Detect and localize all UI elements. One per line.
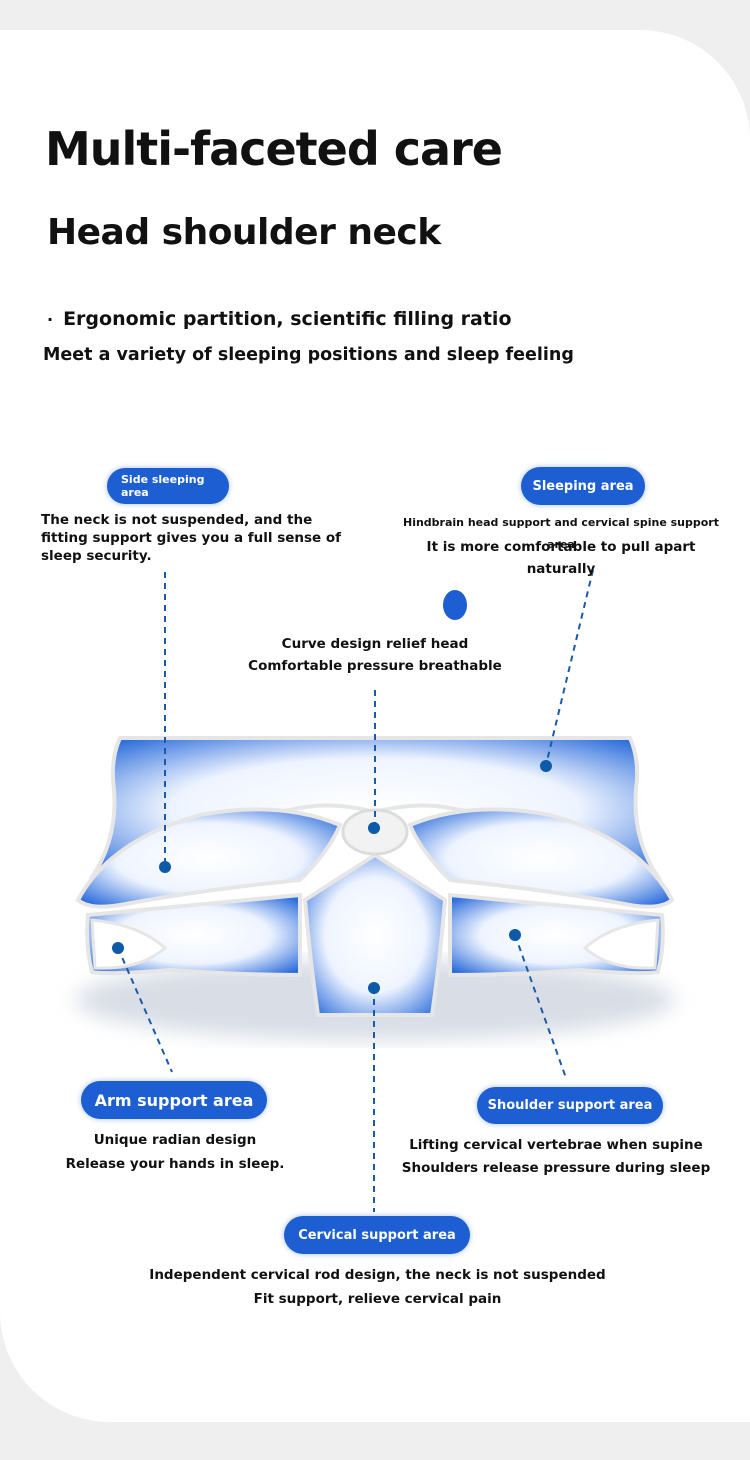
cervical-marker <box>368 982 380 994</box>
cervical-desc-2: Fit support, relieve cervical pain <box>253 1291 502 1307</box>
shoulder-label: Shoulder support area <box>477 1087 663 1124</box>
cervical-zone-shape <box>302 852 448 1017</box>
tagline: Meet a variety of sleeping positions and… <box>43 345 574 365</box>
sleeping-leader <box>545 569 594 766</box>
sleeping-desc-2: It is more comfortable to pull apart nat… <box>426 539 696 577</box>
cervical-desc-1: Independent cervical rod design, the nec… <box>149 1267 606 1283</box>
sleeping-desc-1: Hindbrain head support and cervical spin… <box>403 516 719 551</box>
center-marker <box>368 822 380 834</box>
arm-desc-1: Unique radian design <box>93 1132 257 1148</box>
center-desc-2: Comfortable pressure breathable <box>248 658 502 674</box>
shoulder-desc-1: Lifting cervical vertebrae when supine <box>409 1137 703 1153</box>
feature-bullet: · Ergonomic partition, scientific filling… <box>47 308 512 330</box>
shoulder-leader <box>514 934 567 1079</box>
page-title: Multi-faceted care <box>45 122 503 176</box>
side-sleeping-left-shape <box>75 807 343 909</box>
arm-marker <box>112 942 124 954</box>
side-sleeping-right-shape <box>407 807 675 909</box>
shoulder-notch <box>582 918 660 970</box>
side-sleeping-label: Side sleeping area <box>107 468 229 504</box>
arm-notch <box>90 918 168 970</box>
side-sleeping-desc: The neck is not suspended, and the fitti… <box>41 512 342 564</box>
sleeping-label: Sleeping area <box>521 467 645 505</box>
sleeping-marker <box>540 760 552 772</box>
shoulder-marker <box>509 929 521 941</box>
center-desc-1: Curve design relief head <box>281 636 469 652</box>
cervical-label: Cervical support area <box>284 1216 470 1254</box>
blob-icon <box>443 590 467 620</box>
feature-bullet-text: Ergonomic partition, scientific filling … <box>63 308 512 330</box>
shoulder-desc-2: Shoulders release pressure during sleep <box>401 1160 711 1176</box>
arm-leader <box>117 947 173 1073</box>
bullet-icon: · <box>47 310 54 329</box>
side-sleeping-marker <box>159 861 171 873</box>
arm-desc-2: Release your hands in sleep. <box>65 1156 285 1172</box>
page-subtitle: Head shoulder neck <box>47 212 441 253</box>
arm-label: Arm support area <box>81 1081 267 1119</box>
